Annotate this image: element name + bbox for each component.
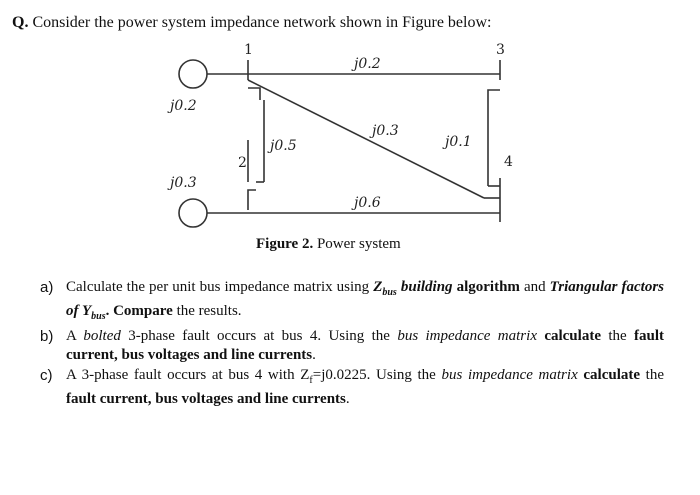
part-a: a) Calculate the per unit bus impedance … (40, 279, 665, 322)
part-b-marker: b) (40, 328, 54, 345)
bus-4-label: 4 (504, 154, 513, 170)
part-c: c) A 3-phase fault occurs at bus 4 with … (40, 367, 664, 407)
impedance-gen2: j0.3 (167, 175, 197, 191)
network-lines (178, 59, 501, 228)
figure-caption: Figure 2. Power system (256, 236, 401, 252)
generator-1-circle (178, 59, 208, 89)
bus-2-upper-link (248, 87, 261, 100)
power-system-figure: 1 3 2 4 j0.2 j0.2 j0.3 j0.5 j0.3 j0.1 j0… (167, 42, 513, 228)
part-c-marker: c) (40, 367, 53, 384)
impedance-diagonal: j0.3 (369, 123, 399, 139)
bus-1-label: 1 (244, 42, 253, 58)
part-b: b) A bolted 3-phase fault occurs at bus … (40, 328, 664, 363)
impedance-gen1: j0.2 (167, 98, 197, 114)
impedance-left: j0.5 (267, 138, 297, 154)
impedance-right: j0.1 (442, 134, 472, 150)
question-text: Consider the power system impedance netw… (28, 14, 492, 31)
bus-2-lower-link (247, 189, 256, 210)
line-diagonal (247, 79, 485, 199)
question-prefix: Q. (12, 14, 29, 31)
bus-3-label: 3 (496, 42, 505, 58)
impedance-top: j0.2 (351, 56, 381, 72)
question-parts: a) Calculate the per unit bus impedance … (40, 278, 664, 410)
bus-2-label: 2 (238, 155, 247, 171)
part-a-marker: a) (40, 279, 54, 296)
question-heading: Q. Consider the power system impedance n… (12, 14, 491, 32)
bus-3-link (487, 89, 500, 102)
impedance-bottom: j0.6 (351, 195, 381, 211)
generator-2-circle (178, 198, 208, 228)
